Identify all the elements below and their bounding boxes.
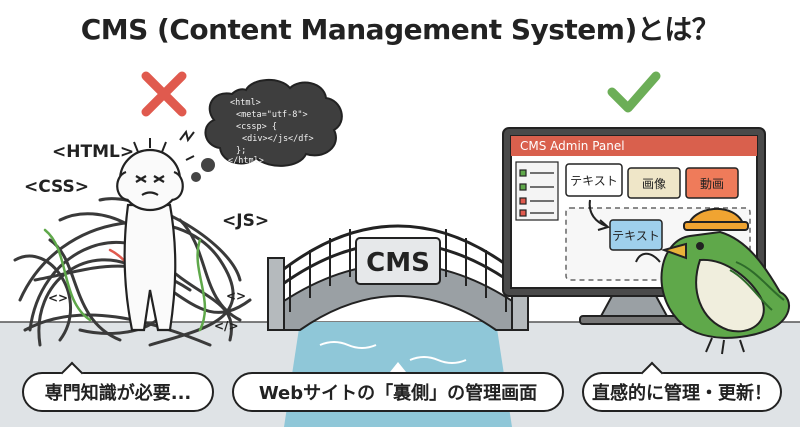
html-tag-label: <HTML>: [52, 142, 134, 162]
bracket-tag: </>: [214, 319, 239, 333]
left-caption: 専門知識が必要...: [22, 361, 214, 412]
bracket-tag: <>: [48, 291, 68, 305]
code-line: };: [236, 146, 246, 156]
page-title: CMS (Content Management System)とは？: [80, 13, 720, 46]
middle-caption: Webサイトの「裏側」の管理画面: [232, 372, 564, 412]
code-line: <div></js</df>: [242, 134, 314, 144]
panel-sidebar: [515, 161, 559, 221]
css-tag-label: <CSS>: [24, 177, 89, 197]
js-tag-label: <JS>: [222, 211, 269, 231]
code-line: <meta="utf-8">: [236, 110, 308, 120]
right-caption-text: 直感的に管理・更新！: [592, 383, 772, 404]
stressed-person: [116, 138, 184, 332]
right-caption: 直感的に管理・更新！: [582, 361, 782, 412]
stress-icon: [179, 129, 195, 161]
code-line: </html>: [228, 156, 264, 166]
cross-icon: [141, 71, 187, 117]
code-line: <cssp> {: [236, 122, 277, 132]
thought-bubble: <html> <meta="utf-8"> <cssp> { <div></js…: [191, 79, 343, 182]
video-button: 動画: [700, 177, 724, 191]
middle-caption-text: Webサイトの「裏側」の管理画面: [258, 383, 538, 404]
code-line: <html>: [230, 98, 261, 108]
text-button: テキスト: [570, 174, 618, 188]
tangled-wires: [13, 197, 252, 347]
panel-buttons: [565, 163, 739, 199]
bridge-label: CMS: [366, 248, 430, 278]
bridge: [267, 224, 529, 331]
image-button: 画像: [642, 177, 666, 191]
panel-title: CMS Admin Panel: [520, 139, 625, 153]
bird-mascot: [635, 208, 790, 355]
check-icon: [607, 71, 661, 113]
left-caption-text: 専門知識が必要...: [44, 383, 192, 404]
dragged-text-item: テキスト: [612, 229, 660, 243]
bracket-tag: <>: [226, 289, 246, 303]
